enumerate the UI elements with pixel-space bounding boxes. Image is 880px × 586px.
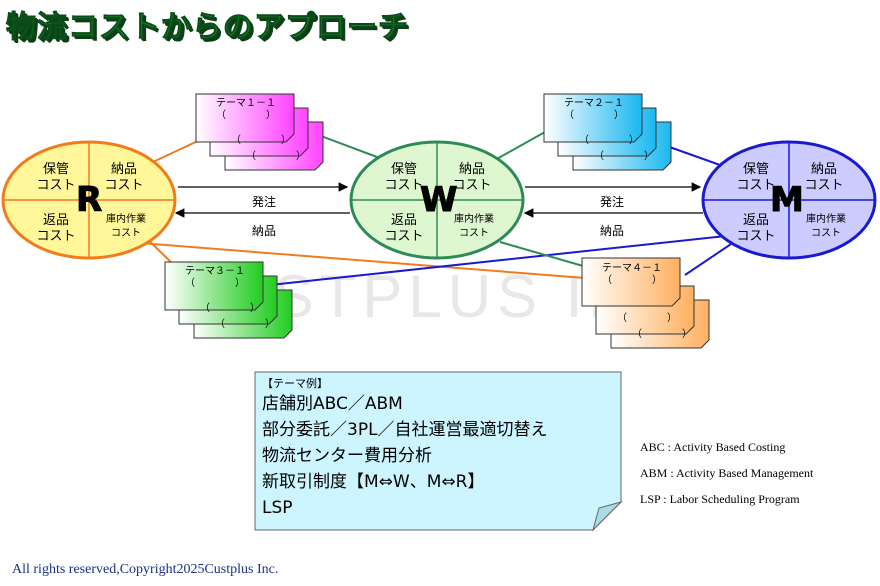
theme-line-2: 部分委託／3PL／自社運営最適切替え [262, 420, 548, 440]
node-r [1, 140, 177, 260]
card-stack-theme4 [581, 257, 710, 349]
theme-line-3: 物流センター費用分析 [262, 446, 432, 466]
node-m-warehouse-cost: 庫内作業コスト [806, 214, 846, 239]
theme-box-heading: 【テーマ例】 [262, 377, 328, 390]
node-w [349, 140, 525, 260]
node-m-letter: M [770, 180, 805, 221]
legend-abm: ABM : Activity Based Management [640, 466, 814, 480]
node-m-return-cost: 返品コスト [736, 213, 776, 244]
edge-label-wm-delivery: 納品 [600, 224, 625, 238]
card-theme2-back-label: （ ） [579, 135, 639, 146]
node-w-delivery-cost: 納品コスト [452, 162, 492, 193]
line-w-theme4 [499, 241, 591, 269]
node-w-warehouse-cost: 庫内作業コスト [454, 214, 494, 239]
node-m-delivery-cost: 納品コスト [804, 162, 844, 193]
card-theme4-label: テーマ４－１（ ） [602, 263, 662, 286]
card-theme4-back-label: （ ） [617, 313, 677, 324]
card-stack-theme2 [543, 93, 672, 171]
node-w-letter: W [420, 180, 459, 221]
card-stack-theme3 [164, 261, 293, 339]
card-theme1-back2-label: （ ） [246, 151, 306, 162]
edge-label-wm-order: 発注 [600, 195, 625, 209]
card-theme3-back-label: （ ） [200, 303, 260, 314]
theme-line-5: LSP [262, 498, 293, 518]
card-theme1-label: テーマ１－１（ ） [216, 98, 276, 121]
card-theme2-back2-label: （ ） [594, 151, 654, 162]
line-r-theme4 [139, 242, 586, 279]
card-theme3-back2-label: （ ） [215, 319, 275, 330]
node-r-storage-cost: 保管コスト [36, 162, 76, 193]
theme-box: 【テーマ例】 店舗別ABC／ABM 部分委託／3PL／自社運営最適切替え 物流セ… [262, 377, 548, 521]
node-r-letter: R [75, 180, 103, 221]
line-theme3-m [269, 234, 736, 286]
page-title: 物流コストからのアプローチ [6, 10, 409, 46]
node-r-return-cost: 返品コスト [36, 213, 76, 244]
node-r-warehouse-cost: 庫内作業コスト [106, 214, 146, 239]
card-stack-theme1 [195, 93, 324, 171]
card-theme3-label: テーマ３－１（ ） [185, 266, 245, 289]
node-w-storage-cost: 保管コスト [384, 162, 424, 193]
card-theme4-back2-label: （ ） [632, 329, 692, 340]
edge-label-rw-order: 発注 [252, 195, 277, 209]
line-w-theme2 [494, 131, 546, 161]
theme-line-4: 新取引制度【M⇔W、M⇔R】 [262, 472, 485, 492]
legend-abc: ABC : Activity Based Costing [640, 440, 786, 454]
theme-box-fold [592, 501, 623, 532]
copyright-notice: All rights reserved,Copyright2025Custplu… [12, 562, 279, 577]
theme-line-1: 店舗別ABC／ABM [262, 394, 403, 414]
node-m [701, 140, 877, 260]
flow-arrows [174, 182, 703, 218]
node-w-return-cost: 返品コスト [384, 213, 424, 244]
node-r-delivery-cost: 納品コスト [104, 162, 144, 193]
legend-lsp: LSP : Labor Scheduling Program [640, 492, 800, 506]
card-theme1-back-label: （ ） [231, 135, 291, 146]
node-m-storage-cost: 保管コスト [736, 162, 776, 193]
card-theme2-label: テーマ２－１（ ） [564, 98, 624, 121]
edge-label-rw-delivery: 納品 [252, 224, 277, 238]
